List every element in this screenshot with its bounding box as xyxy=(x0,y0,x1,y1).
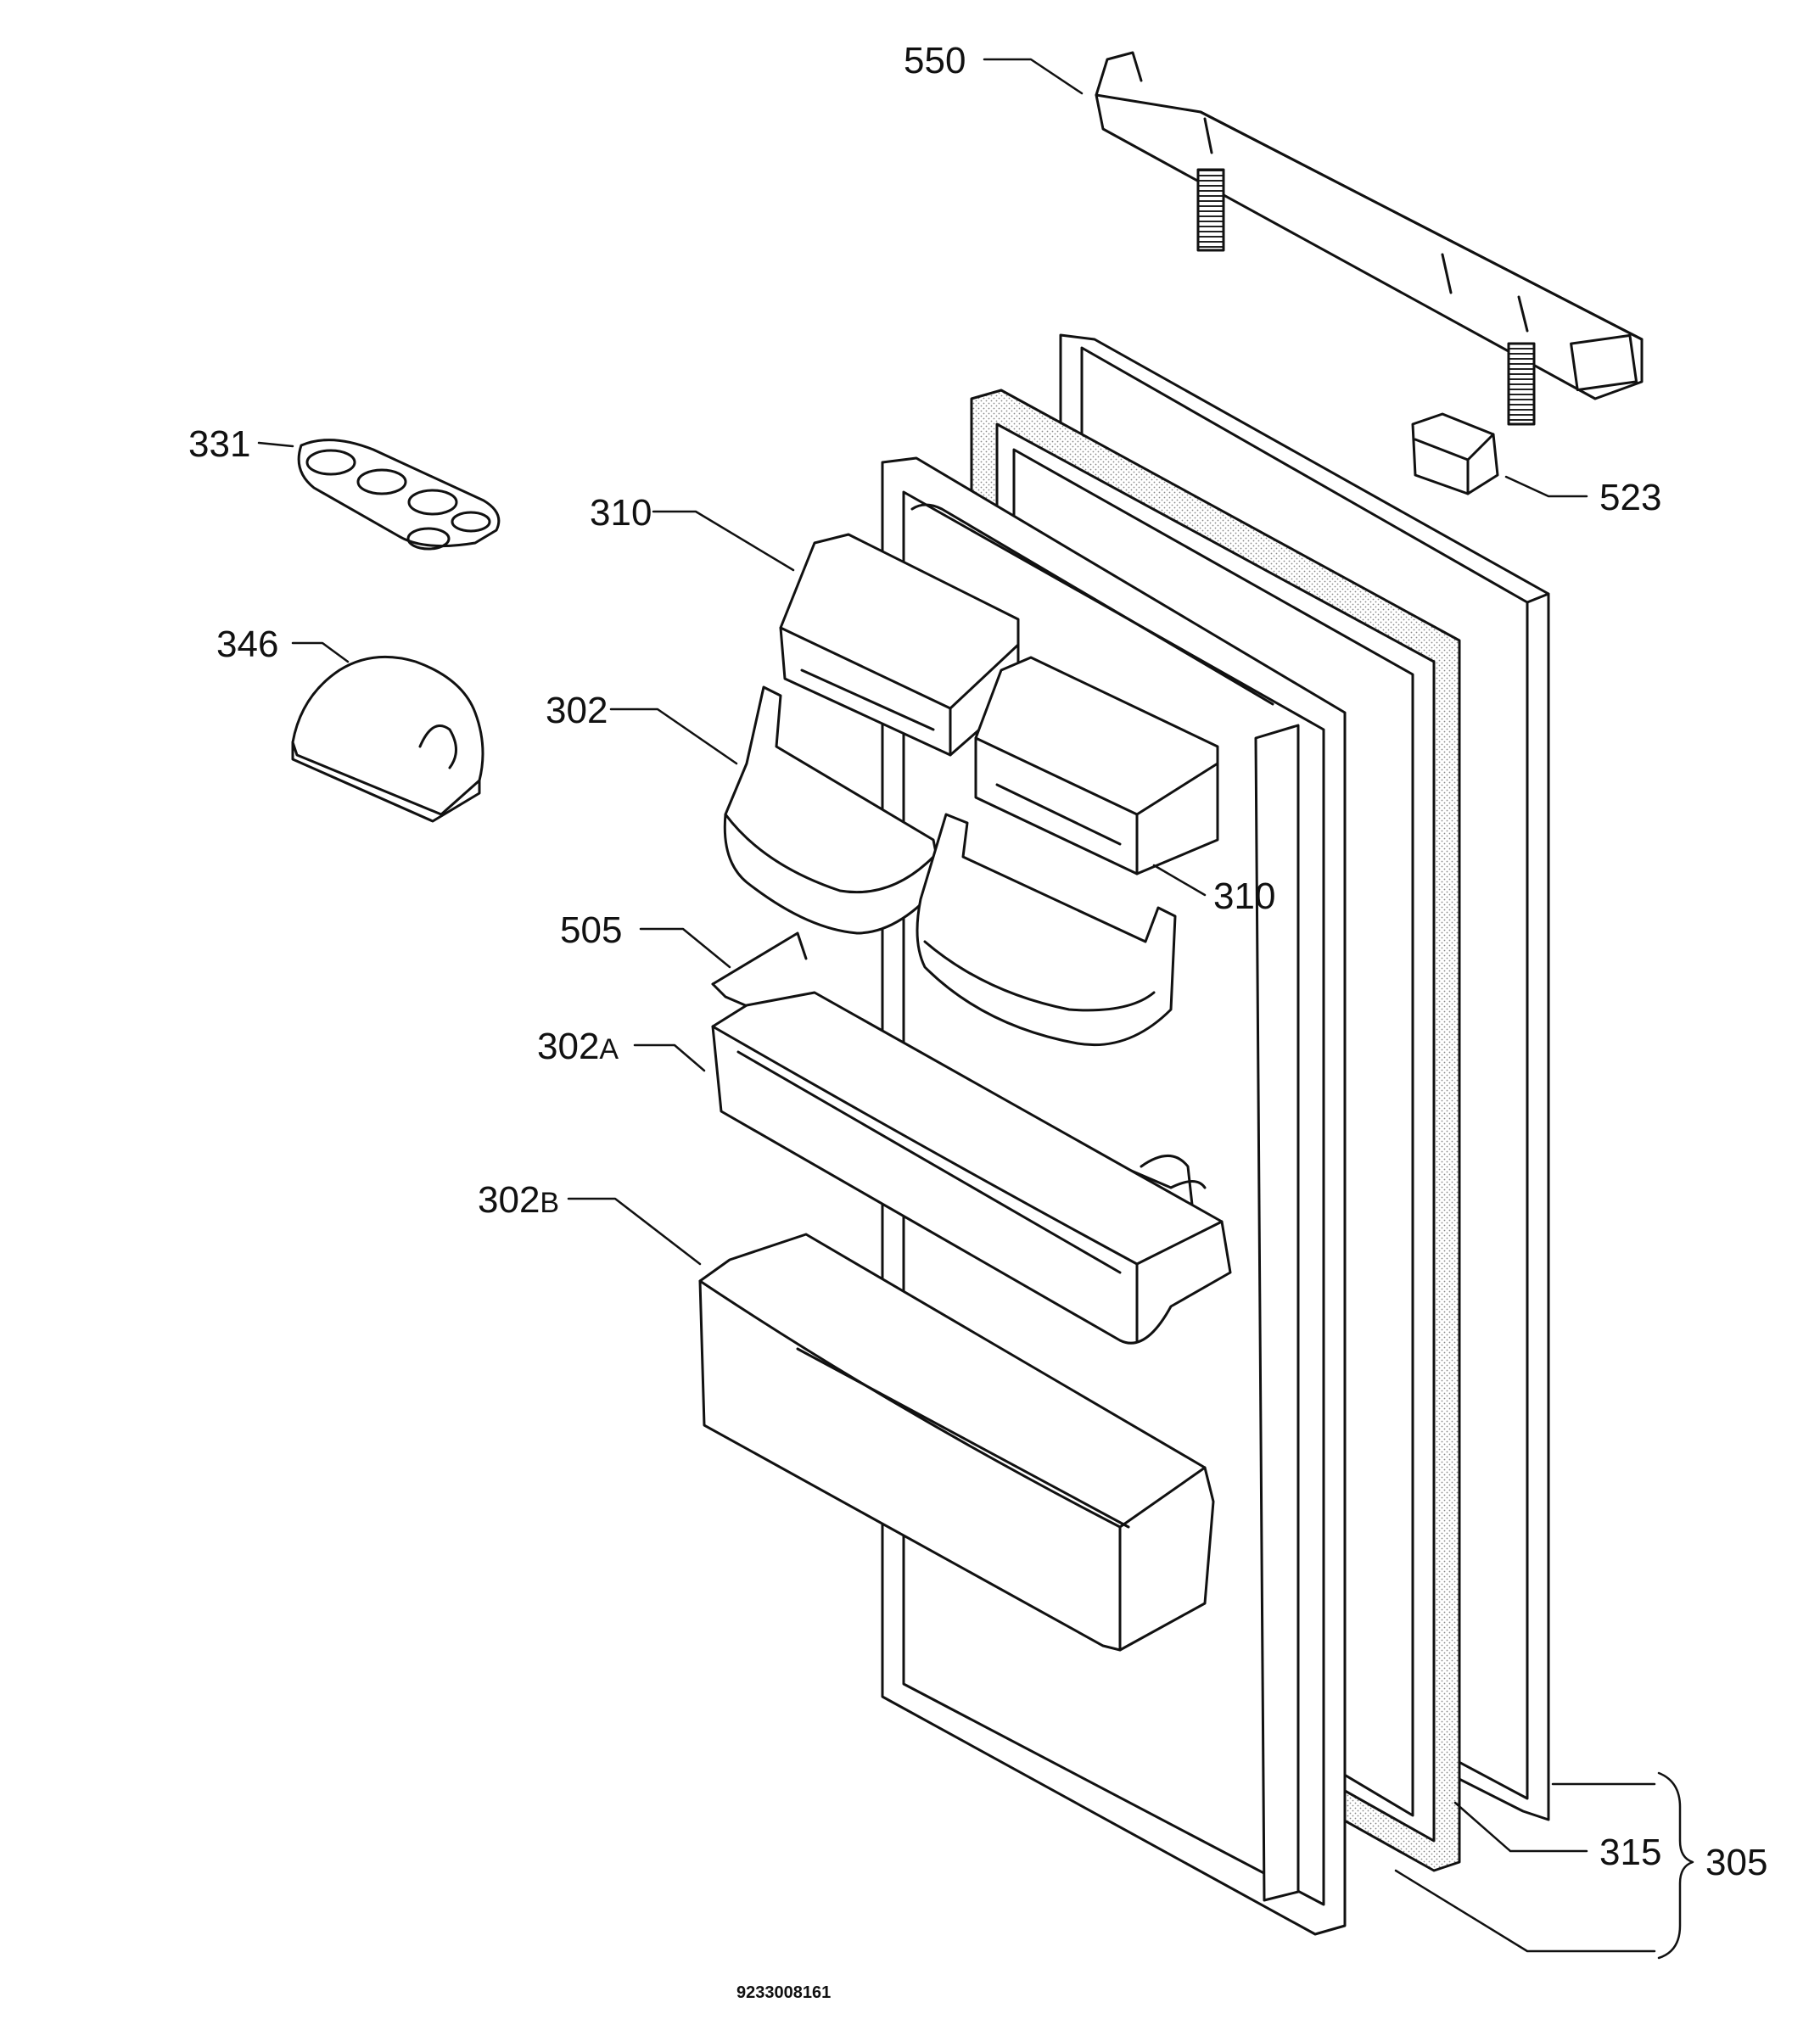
butter-dish-346 xyxy=(291,655,484,823)
document-number: 9233008161 xyxy=(736,1983,832,2002)
part-label-505: 505 xyxy=(560,909,623,951)
part-label-302B-suffix: B xyxy=(540,1187,560,1219)
part-label-305: 305 xyxy=(1705,1842,1768,1883)
dairy-compartment-310-lower xyxy=(974,656,1219,875)
part-label-523: 523 xyxy=(1599,477,1662,518)
door-bin-302B xyxy=(698,1233,1215,1652)
part-label-302A-suffix: A xyxy=(599,1033,619,1066)
part-label-310-lower: 310 xyxy=(1213,875,1276,917)
hinge-cover-550 xyxy=(1095,51,1644,426)
part-label-302: 302 xyxy=(546,690,608,731)
door-bin-302A xyxy=(711,991,1232,1345)
part-label-302B-number: 302 xyxy=(478,1179,540,1221)
part-label-550: 550 xyxy=(904,40,966,81)
part-label-346: 346 xyxy=(216,624,279,665)
part-label-302A-number: 302 xyxy=(537,1026,600,1067)
dairy-compartment-310-upper xyxy=(779,533,1020,757)
hinge-block-523 xyxy=(1411,412,1499,495)
leader-lines xyxy=(257,58,1694,1960)
door-shelf-302-right xyxy=(916,813,1177,1047)
egg-tray-331 xyxy=(297,439,501,551)
part-label-315: 315 xyxy=(1599,1832,1662,1873)
part-label-302B: 302B xyxy=(478,1182,559,1219)
bottle-retainer-505 xyxy=(711,931,1207,1206)
part-label-302A: 302A xyxy=(537,1028,619,1066)
part-label-310-upper: 310 xyxy=(590,492,652,534)
part-label-331: 331 xyxy=(188,423,251,465)
